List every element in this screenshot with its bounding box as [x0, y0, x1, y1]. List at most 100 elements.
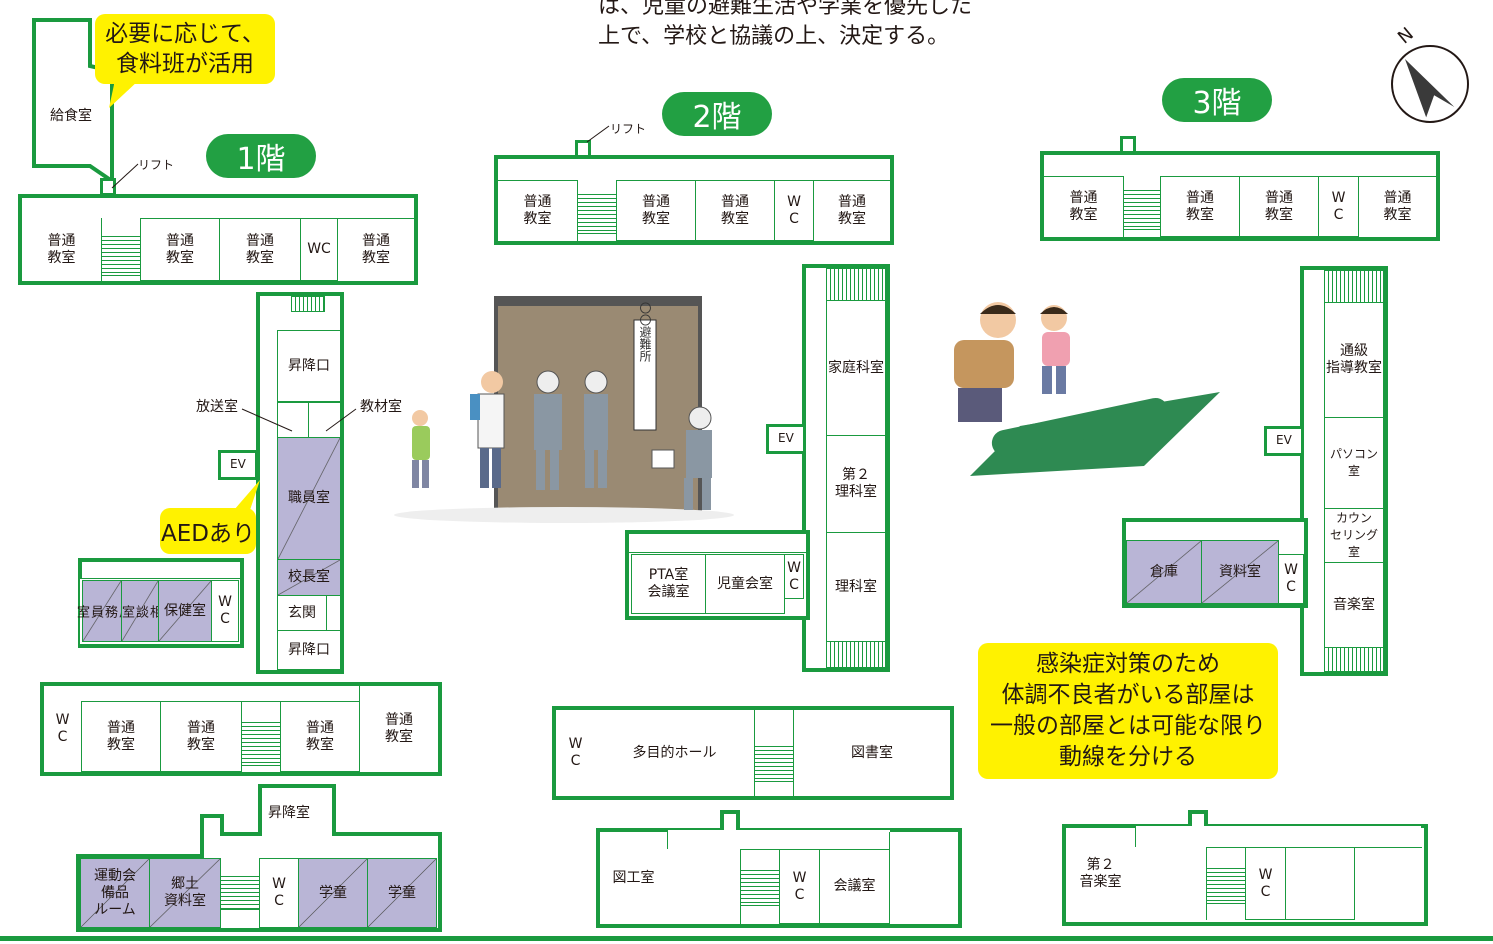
f3-wing-stairs-bottom	[1324, 647, 1384, 672]
f3-ev-label: EV	[1276, 433, 1292, 447]
f2-meeting-room: 会議室	[819, 849, 890, 924]
f2-pta-room: PTA室 会議室	[631, 554, 706, 614]
f3-blank-room-b	[1285, 847, 1355, 920]
floor-3-label: 3階	[1162, 78, 1272, 122]
aed-callout: AEDあり	[160, 508, 256, 554]
f2-wc-hall: W C	[556, 710, 596, 796]
f2-art-room: 図工室	[600, 832, 668, 924]
f3-records-room: 資料室	[1201, 540, 1279, 604]
f3-top-stairs	[1123, 190, 1161, 230]
f2-multipurpose-hall: 多目的ホール	[595, 710, 755, 796]
f1-custodian-room: 用 務 員 室	[74, 580, 131, 642]
f3-counsel-room: カウン セリング室	[1324, 508, 1384, 563]
floor-1-label: 1階	[206, 134, 316, 178]
kyozai-label: 教材室	[360, 399, 402, 415]
compass-letter: N	[1394, 24, 1418, 49]
f1-gakudo-b: 学童	[367, 858, 437, 928]
f1-classroom-d: 普通 教室	[337, 218, 414, 281]
f1-classroom-a: 普通 教室	[22, 218, 102, 281]
f1-classroom-e: 普通 教室	[81, 701, 161, 772]
f1-entrance: 玄関	[277, 595, 327, 631]
f3-ev-shaft	[1264, 426, 1304, 456]
f1-wc-top: WC	[300, 218, 338, 281]
f1-shokoshitsu: 昇降室	[268, 805, 310, 821]
kitchen-outline	[32, 18, 114, 185]
lift-pointer-1	[111, 163, 139, 189]
f2-bottom-corridor	[667, 830, 890, 850]
label-pointers-1	[241, 408, 357, 432]
f1-wc-bottom: W C	[259, 858, 299, 928]
f3-blank-room-c	[1354, 847, 1422, 920]
f2-classroom-c: 普通 教室	[695, 180, 775, 241]
f1-material-room	[308, 402, 341, 438]
housou-label: 放送室	[196, 399, 238, 415]
f2-ev-shaft	[766, 424, 806, 454]
f2-classroom-a: 普通 教室	[498, 180, 578, 241]
f3-wc-top: W C	[1318, 176, 1359, 237]
f1-principal-room: 校長室	[277, 559, 341, 596]
f3-pc-room: パソコン室	[1324, 417, 1384, 509]
f2-library: 図書室	[793, 710, 950, 796]
f3-bottom-stairs	[1206, 868, 1246, 904]
footer-rule	[0, 936, 1493, 941]
header-note: は、児童の避難生活や学業を優先した 上で、学校と協議の上、決定する。	[598, 0, 973, 49]
f2-blank-room-b	[889, 832, 958, 924]
aed-callout-tail	[234, 480, 260, 510]
f2-top-stairs	[577, 194, 617, 234]
mat-illustration	[954, 302, 1220, 476]
f1-classroom-h: 普通 教室	[359, 686, 438, 772]
f1-classroom-b: 普通 教室	[140, 218, 220, 281]
f1-ev-shaft	[218, 450, 258, 480]
f3-classroom-b: 普通 教室	[1160, 176, 1240, 237]
f1-ev-label: EV	[230, 457, 246, 471]
f3-wing-stairs-top	[1324, 270, 1384, 304]
f3-wc-bottom: W C	[1245, 847, 1286, 920]
f3-classroom-c: 普通 教室	[1239, 176, 1319, 237]
f1-wing-stairs	[291, 296, 325, 312]
f2-science-room: 理科室	[826, 532, 886, 642]
evacuation-illustration: 〇〇避難所	[394, 296, 734, 523]
f1-lower-stairs	[241, 722, 281, 766]
f1-classroom-g: 普通 教室	[280, 701, 360, 772]
f2-council-room: 児童会室	[705, 554, 785, 614]
lift-label-1: リフト	[138, 158, 175, 172]
f1-classroom-c: 普通 教室	[219, 218, 301, 281]
f1-top-stairs	[101, 236, 141, 276]
f2-wc-bottom: W C	[779, 849, 820, 924]
f1-kyodo-room: 郷土 資料室	[149, 858, 221, 928]
f3-classroom-d: 普通 教室	[1358, 176, 1436, 237]
lift-pointer-2	[586, 125, 610, 143]
f1-wc-lower: W C	[44, 686, 82, 772]
f3-classroom-a: 普通 教室	[1044, 176, 1124, 237]
f2-wing-stairs-top	[826, 268, 886, 302]
f2-wing-stairs-bottom	[826, 641, 886, 668]
kyushoku-room: 給食室	[50, 108, 92, 124]
f1-corridor-lower	[81, 686, 359, 702]
f1-classroom-f: 普通 教室	[160, 701, 242, 772]
f2-classroom-d: 普通 教室	[813, 180, 890, 241]
food-callout: 必要に応じて、 食料班が活用	[95, 14, 275, 84]
floor-2-label: 2階	[662, 92, 772, 136]
f3-wc-storage: W C	[1278, 554, 1304, 604]
north-arrow-icon: N	[1391, 24, 1469, 123]
f3-music-room-2: 第２ 音楽室	[1066, 828, 1136, 920]
f1-bottom-stairs	[220, 876, 260, 910]
f1-stair-exit-a: 昇降口	[277, 330, 341, 402]
f1-wc-health: W C	[211, 580, 239, 642]
f2-home-ec-room: 家庭科室	[826, 300, 886, 436]
shelter-sign-text: 〇〇避難所	[638, 302, 652, 362]
f1-stair-exit-b: 昇降口	[277, 630, 341, 670]
f3-music-room: 音楽室	[1324, 562, 1384, 648]
f2-wc-pta: W C	[784, 554, 804, 599]
f1-health-room: 保健室	[158, 580, 212, 642]
f2-hall-stairs	[754, 746, 794, 782]
infection-callout: 感染症対策のため 体調不良者がいる部屋は 一般の部屋とは可能な限り 動線を分ける	[978, 643, 1278, 779]
f2-wc-top: W C	[774, 180, 814, 241]
f3-blank-room-a	[1135, 847, 1207, 920]
compass: N	[1385, 14, 1475, 124]
f2-blank-room	[667, 849, 741, 924]
f2-science-room-2: 第２ 理科室	[826, 435, 886, 533]
f1-staff-room: 職員室	[277, 437, 341, 560]
f3-tsukyu-room: 通級 指導教室	[1324, 302, 1384, 418]
f3-storage-room: 倉庫	[1126, 540, 1202, 604]
